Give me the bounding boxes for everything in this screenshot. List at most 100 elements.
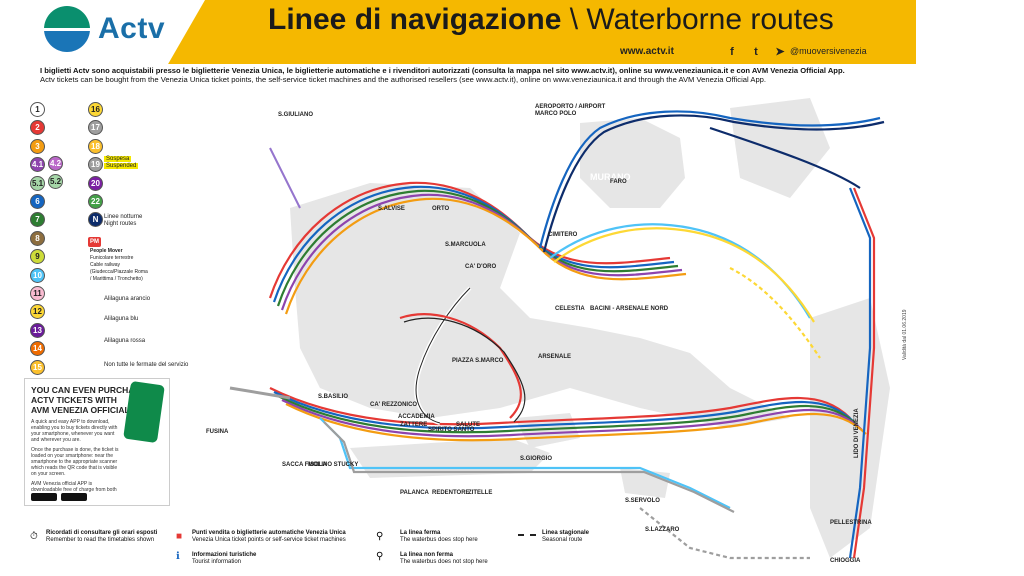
promo-body-1: A quick and easy APP to download, enabli… xyxy=(31,419,118,443)
line-badge-17[interactable]: 17 xyxy=(88,120,103,136)
stop-redentore: REDENTORE xyxy=(432,490,470,496)
night-italian: Linee notturne xyxy=(104,214,143,220)
line-badge-12[interactable]: 12 xyxy=(30,304,45,320)
actv-logo[interactable]: Actv xyxy=(44,6,165,52)
area-slazzaro: S.LAZZARO xyxy=(645,527,680,533)
promo-body-2: Once the purchase is done, the ticket is… xyxy=(31,447,119,477)
header-logo-area xyxy=(0,0,205,64)
stop-zitelle: ZITELLE xyxy=(468,490,492,496)
footer-seasonal-en: Seasonal route xyxy=(542,537,583,543)
page-title: Linee di navigazione \ Waterborne routes xyxy=(268,0,834,40)
intro-text: I biglietti Actv sono acquistabili press… xyxy=(40,66,910,84)
stop-bacini: BACINI - ARSENALE NORD xyxy=(590,306,669,312)
line-badge-5.2[interactable]: 5.2 xyxy=(48,174,63,190)
line-badge-11[interactable]: 11 xyxy=(30,286,45,301)
line-badge-4.1[interactable]: 4.1 xyxy=(30,157,45,173)
website-link[interactable]: www.actv.it xyxy=(620,46,674,57)
footer-nostop-en: The waterbus does not stop here xyxy=(400,559,488,565)
line-badge-20[interactable]: 20 xyxy=(88,175,103,191)
line-badge-2[interactable]: 2 xyxy=(30,120,45,136)
suspended-italian: Sospesa xyxy=(104,156,132,162)
line-badge-6[interactable]: 6 xyxy=(30,194,45,209)
lido-island xyxy=(810,298,890,558)
line-badge-18[interactable]: 18 xyxy=(88,138,103,154)
stop-palanca: PALANCA xyxy=(400,490,430,496)
line-badge-15[interactable]: 15 xyxy=(30,359,45,375)
telegram-icon[interactable]: ➤ xyxy=(775,46,785,58)
stop-piazza-smarco: PIAZZA S.MARCO xyxy=(452,358,504,364)
pm-italian: People Mover xyxy=(90,248,123,254)
line-badge-19[interactable]: 19 xyxy=(88,157,103,173)
line-badge-5.1[interactable]: 5.1 xyxy=(30,175,45,191)
stop-faro: FARO xyxy=(610,179,627,185)
line-badge-N[interactable]: N xyxy=(88,212,103,228)
seasonal-line-icon xyxy=(518,534,536,536)
line-badge-4.2[interactable]: 4.2 xyxy=(48,156,63,171)
stop-zattere: ZATTERE xyxy=(400,422,427,428)
area-sservolo: S.SERVOLO xyxy=(625,498,660,504)
title-italian: Linee di navigazione xyxy=(268,3,562,36)
stop-sbasilio: S.BASILIO xyxy=(318,394,348,400)
pm-note: (Giudecca/Piazzale Roma / Marittima / Tr… xyxy=(90,269,148,282)
suspended-english: Suspended xyxy=(104,163,139,169)
stop-airport: AEROPORTO / AIRPORT xyxy=(535,104,606,110)
stop-celestia: CELESTIA xyxy=(555,306,585,312)
line-badge-9[interactable]: 9 xyxy=(30,249,45,265)
promo-heading-3: AVM VENEZIA OFFICIAL APP xyxy=(31,405,150,415)
alilaguna-rossa: Alilaguna rossa xyxy=(104,338,146,344)
facebook-icon[interactable]: f xyxy=(730,46,734,58)
line-badge-3[interactable]: 3 xyxy=(30,138,45,154)
stop-icon: ⚲ xyxy=(376,531,384,542)
line-badge-10[interactable]: 10 xyxy=(30,267,45,283)
legend-bottom-note: Non tutte le fermate del servizio xyxy=(104,362,189,368)
stop-arsenale: ARSENALE xyxy=(538,354,571,360)
murano-island xyxy=(580,118,685,208)
stop-salvise: S.ALVISE xyxy=(378,206,405,212)
line-badge-13[interactable]: 13 xyxy=(30,322,45,338)
ticket-point-icon: ■ xyxy=(176,531,183,542)
promo-heading-2: ACTV TICKETS WITH xyxy=(31,395,117,405)
alilaguna-arancio: Alilaguna arancio xyxy=(104,296,151,302)
google-play-badge[interactable] xyxy=(61,493,87,501)
footer-timetables-en: Remember to read the timetables shown xyxy=(46,537,155,543)
tourist-info-icon: ℹ xyxy=(176,551,180,562)
line-badge-7[interactable]: 7 xyxy=(30,212,45,228)
validity-date: Validità dal 01.06.2019 xyxy=(902,309,908,360)
footer-tourist-it: Informazioni turistiche xyxy=(192,552,257,558)
phone-app-icon xyxy=(123,380,165,444)
line-badge-14[interactable]: 14 xyxy=(30,341,45,357)
social-handle[interactable]: @muoversivenezia xyxy=(790,46,867,56)
night-english: Night routes xyxy=(104,221,137,227)
line-badge-16[interactable]: 16 xyxy=(88,102,103,117)
stop-molino-stucky: MOLINO STUCKY xyxy=(308,462,358,468)
people-mover-icon: PM xyxy=(88,237,101,247)
area-chioggia: CHIOGGIA xyxy=(830,558,861,564)
stop-smarcuola: S.MARCUOLA xyxy=(445,242,486,248)
footer-timetables-it: Ricordati di consultare gli orari espost… xyxy=(46,530,158,536)
stop-salute: SALUTE xyxy=(456,422,480,428)
stop-sgiuliano: S.GIULIANO xyxy=(278,112,313,118)
alilaguna-blu: Alilaguna blu xyxy=(104,316,139,322)
app-store-badge[interactable] xyxy=(31,493,57,501)
line-badge-8[interactable]: 8 xyxy=(30,230,45,246)
intro-english: Actv tickets can be bought from the Vene… xyxy=(40,75,767,84)
area-sgiorgio: S.GIORGIO xyxy=(520,456,552,462)
area-murano: MURANO xyxy=(590,172,631,182)
twitter-icon[interactable]: t xyxy=(754,46,758,58)
stop-spirito-santo: SPIRITO SANTO xyxy=(428,427,475,433)
stop-ca-doro: CA' D'ORO xyxy=(465,264,497,270)
route-map: MURANO GIUDECCA FUSINA S.GIORGIO S.SERVO… xyxy=(206,98,890,564)
line-badge-22[interactable]: 22 xyxy=(88,194,103,209)
stop-cimitero: CIMITERO xyxy=(548,232,578,238)
funicular-text: Funicolare terrestre xyxy=(90,255,134,261)
footer-ticket-points: Punti vendita o biglietterie automatiche… xyxy=(192,530,346,544)
stop-accademia: ACCADEMIA xyxy=(398,414,435,420)
cable-text: Cable railway xyxy=(90,262,121,268)
line-badge-1[interactable]: 1 xyxy=(30,102,45,117)
clock-icon: ⏱ xyxy=(30,531,38,542)
